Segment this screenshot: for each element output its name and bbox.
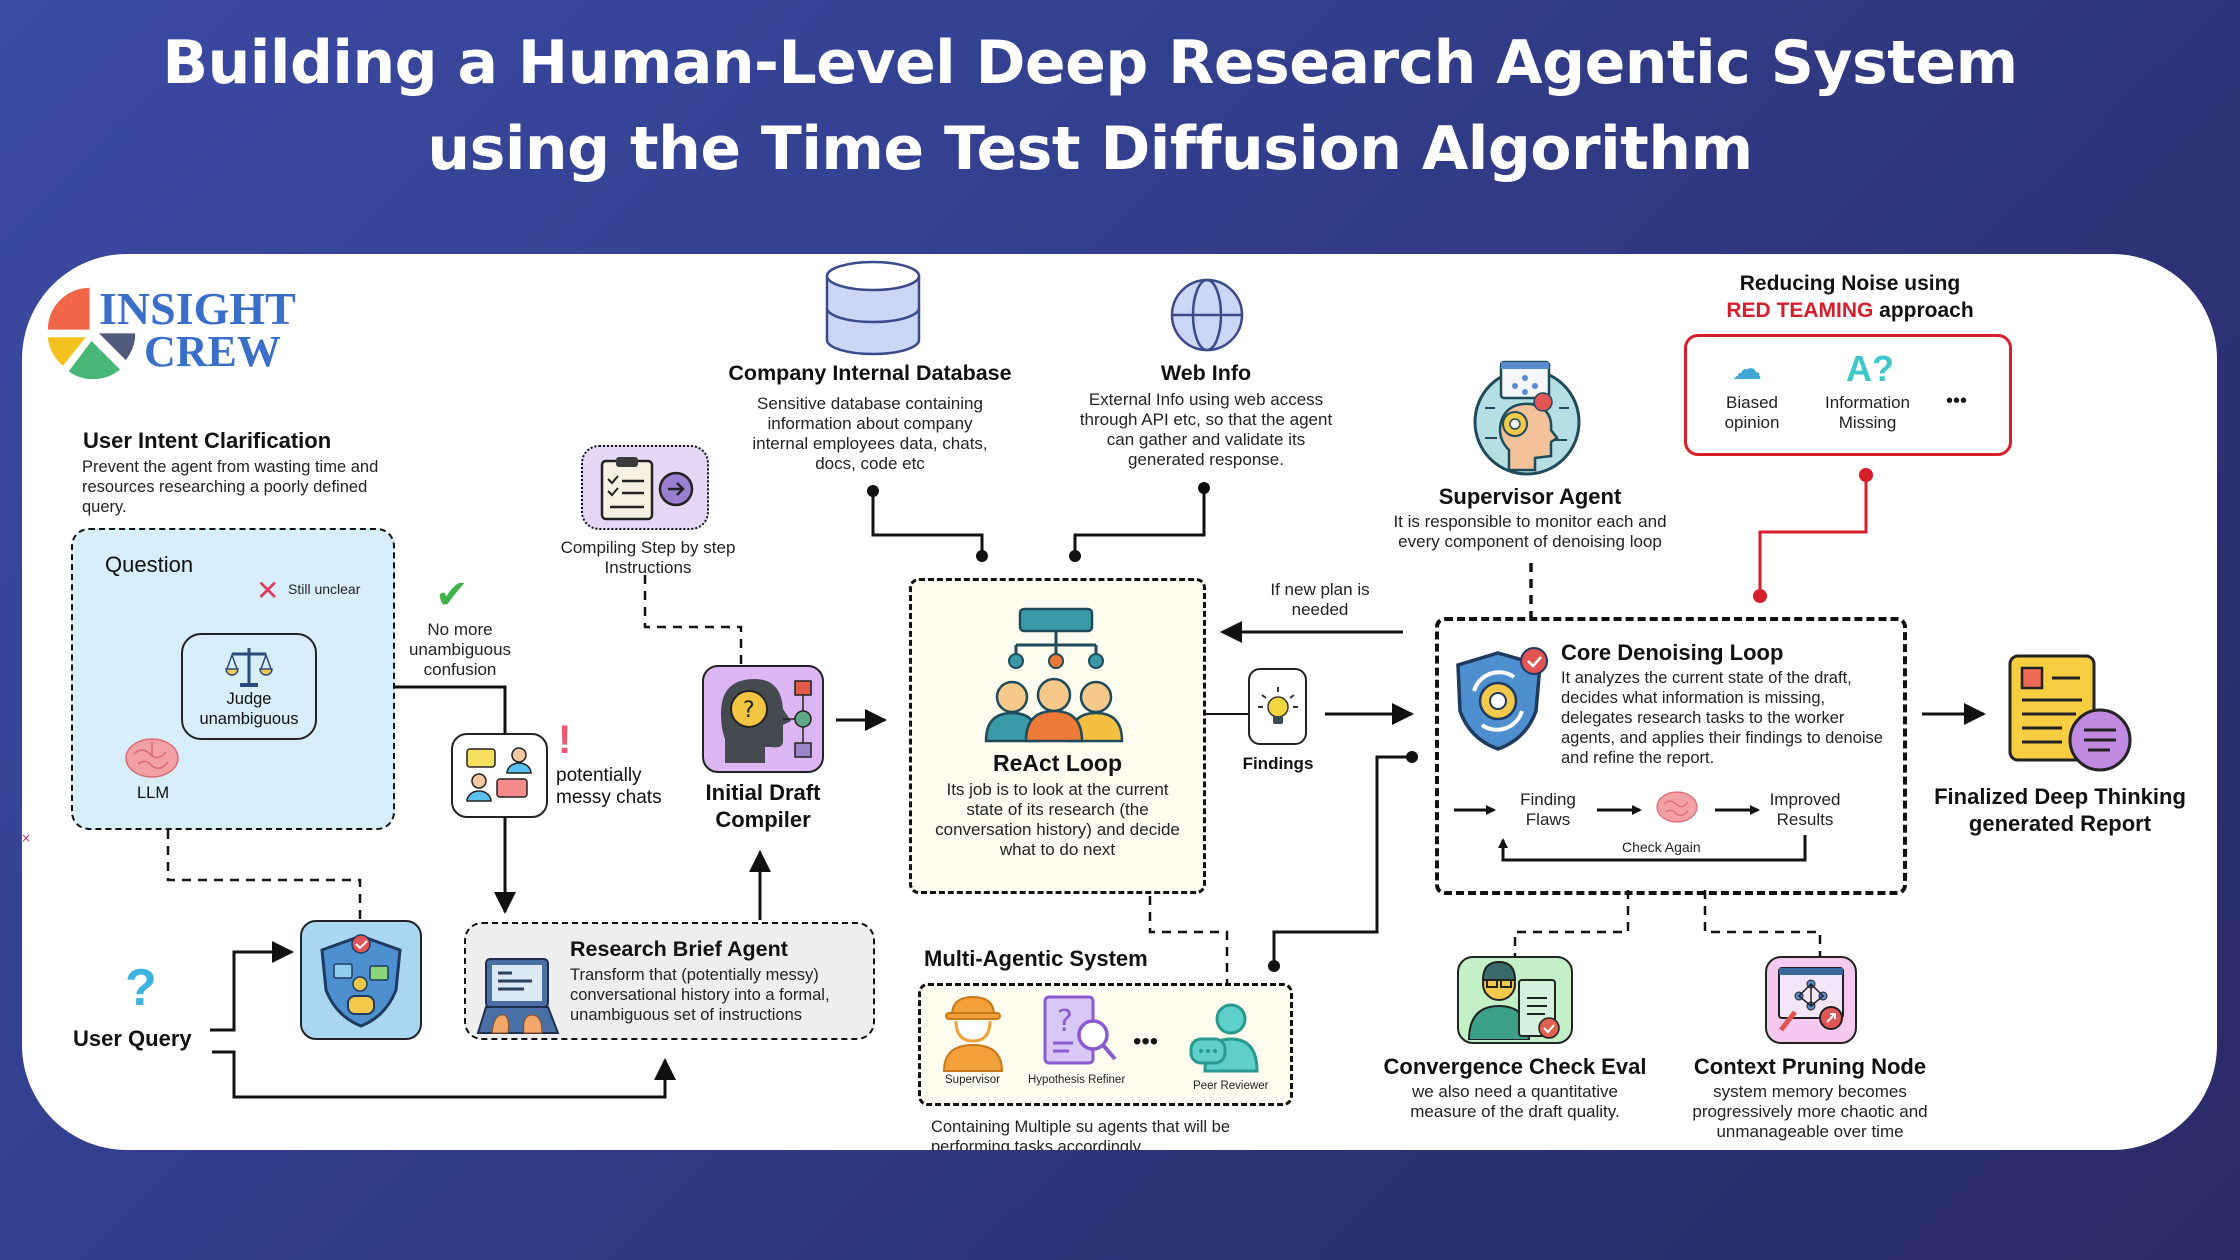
agent-label-hypothesis-refiner: Hypothesis Refiner [1028, 1074, 1126, 1086]
no-more-confusion-label: No more unambiguous confusion [408, 620, 512, 679]
red-team-heading: Reducing Noise using RED TEAMING approac… [1700, 270, 2000, 324]
information-missing-icon: A? [1846, 348, 1894, 389]
chat-people-icon [465, 746, 532, 802]
red-team-item-biased: Biased opinion [1724, 393, 1780, 432]
convergence-heading: Convergence Check Eval [1383, 1054, 1647, 1079]
multi-agent-ellipsis: ••• [1133, 1028, 1159, 1055]
final-report-label: Finalized Deep Thinking generated Report [1934, 784, 2186, 836]
research-brief-description: Transform that (potentially messy) conve… [570, 966, 830, 1024]
scales-icon [225, 647, 273, 687]
warning-exclamation-icon: ! [558, 718, 572, 762]
red-team-item-missing: Information Missing [1824, 393, 1911, 432]
judge-label: Judge unambiguous [199, 689, 299, 728]
pruning-heading: Context Pruning Node [1693, 1054, 1927, 1079]
supervisor-agent-icon [1471, 358, 1583, 476]
question-label: Question [105, 552, 194, 577]
pie-logo-icon [47, 287, 136, 379]
still-unclear-label: Still unclear [288, 581, 361, 597]
agent-label-peer-reviewer: Peer Reviewer [1193, 1080, 1269, 1092]
red-team-heading-line2: RED TEAMING approach [1700, 297, 2000, 324]
core-loop-step-improved-results: Improved Results [1769, 790, 1841, 829]
messy-chats-icon-box [451, 733, 548, 818]
initial-draft-label: Initial Draft Compiler [705, 780, 821, 832]
red-team-suffix: approach [1879, 299, 1974, 322]
pruning-description: system memory becomes progressively more… [1692, 1082, 1928, 1141]
research-brief-heading: Research Brief Agent [570, 937, 788, 961]
supervisor-agent-description: It is responsible to monitor each and ev… [1393, 512, 1667, 551]
convergence-icon-box [1457, 956, 1573, 1044]
shield-chat-icon [320, 934, 402, 1028]
report-document-icon [2006, 652, 2134, 776]
svg-text:?: ? [1057, 1004, 1073, 1039]
evaluator-clipboard-icon [1467, 960, 1560, 1040]
compiling-step-label: Compiling Step by step Instructions [560, 538, 736, 577]
user-intent-description: Prevent the agent from wasting time and … [82, 458, 379, 516]
logo-line-1: INSIGHT [99, 283, 296, 334]
web-info-description: External Info using web access through A… [1079, 390, 1333, 469]
convergence-description: we also need a quantitative measure of t… [1410, 1082, 1620, 1121]
core-loop-heading: Core Denoising Loop [1561, 640, 1784, 665]
peer-reviewer-icon [1189, 1003, 1265, 1073]
head-flowchart-icon: ? [721, 679, 812, 763]
globe-icon [1169, 277, 1245, 353]
brain-llm-icon [124, 736, 180, 780]
supervisor-hardhat-icon [940, 993, 1006, 1073]
question-mark-icon: ? [125, 959, 157, 1017]
hypothesis-refiner-icon: ? [1043, 995, 1119, 1067]
judge-box: Judge unambiguous [181, 633, 317, 740]
denoise-shield-icon [1454, 645, 1550, 755]
react-loop-heading: ReAct Loop [992, 750, 1123, 776]
web-info-heading: Web Info [1160, 361, 1252, 385]
page-title-line-1: Building a Human-Level Deep Research Age… [162, 28, 2018, 98]
red-teaming-highlight: RED TEAMING [1726, 299, 1874, 322]
core-denoising-box [1435, 617, 1907, 895]
laptop-typing-icon [474, 955, 562, 1037]
llm-label: LLM [137, 784, 170, 802]
pruning-icon-box [1765, 956, 1857, 1044]
agent-label-supervisor: Supervisor [945, 1074, 1000, 1086]
core-loop-step-finding-flaws: Finding Flaws [1520, 790, 1576, 829]
still-unclear-x-icon: ✕ [256, 575, 280, 606]
multi-agent-heading: Multi-Agentic System [924, 946, 1148, 971]
network-window-icon [1778, 967, 1844, 1032]
clipboard-checklist-icon [600, 455, 698, 523]
findings-icon-box [1248, 668, 1307, 745]
user-intent-heading: User Intent Clarification [83, 428, 332, 453]
new-plan-label: If new plan is needed [1270, 580, 1370, 619]
red-team-box [1684, 334, 2012, 456]
core-loop-description: It analyzes the current state of the dra… [1561, 669, 1883, 767]
brain-icon [1656, 790, 1698, 824]
initial-draft-icon-box: ? [702, 665, 824, 773]
supervisor-agent-heading: Supervisor Agent [1438, 484, 1622, 509]
svg-text:?: ? [743, 698, 755, 723]
logo-line-2: CREW [144, 327, 281, 376]
red-team-ellipsis: ••• [1946, 390, 1968, 412]
red-team-heading-line1: Reducing Noise using [1739, 272, 1961, 295]
company-db-description: Sensitive database containing informatio… [752, 394, 988, 473]
company-db-heading: Company Internal Database [728, 361, 1012, 385]
messy-chats-label: potentially messy chats [556, 765, 662, 808]
team-hierarchy-icon [982, 605, 1126, 745]
check-again-label: Check Again [1622, 839, 1701, 855]
insight-crew-logo: INSIGHT CREW [44, 280, 304, 380]
user-query-label: User Query [73, 1026, 192, 1051]
react-loop-description: Its job is to look at the current state … [935, 780, 1180, 859]
clarify-shield-box [300, 920, 422, 1040]
multi-agent-description: Containing Multiple su agents that will … [931, 1118, 1231, 1150]
lightbulb-icon [1257, 686, 1298, 724]
database-icon [823, 260, 923, 358]
findings-label: Findings [1242, 754, 1314, 773]
check-icon: ✔ [435, 573, 469, 617]
thought-cloud-icon: ☁ [1732, 353, 1762, 386]
page-title-line-2: using the Time Test Diffusion Algorithm [427, 114, 1753, 184]
